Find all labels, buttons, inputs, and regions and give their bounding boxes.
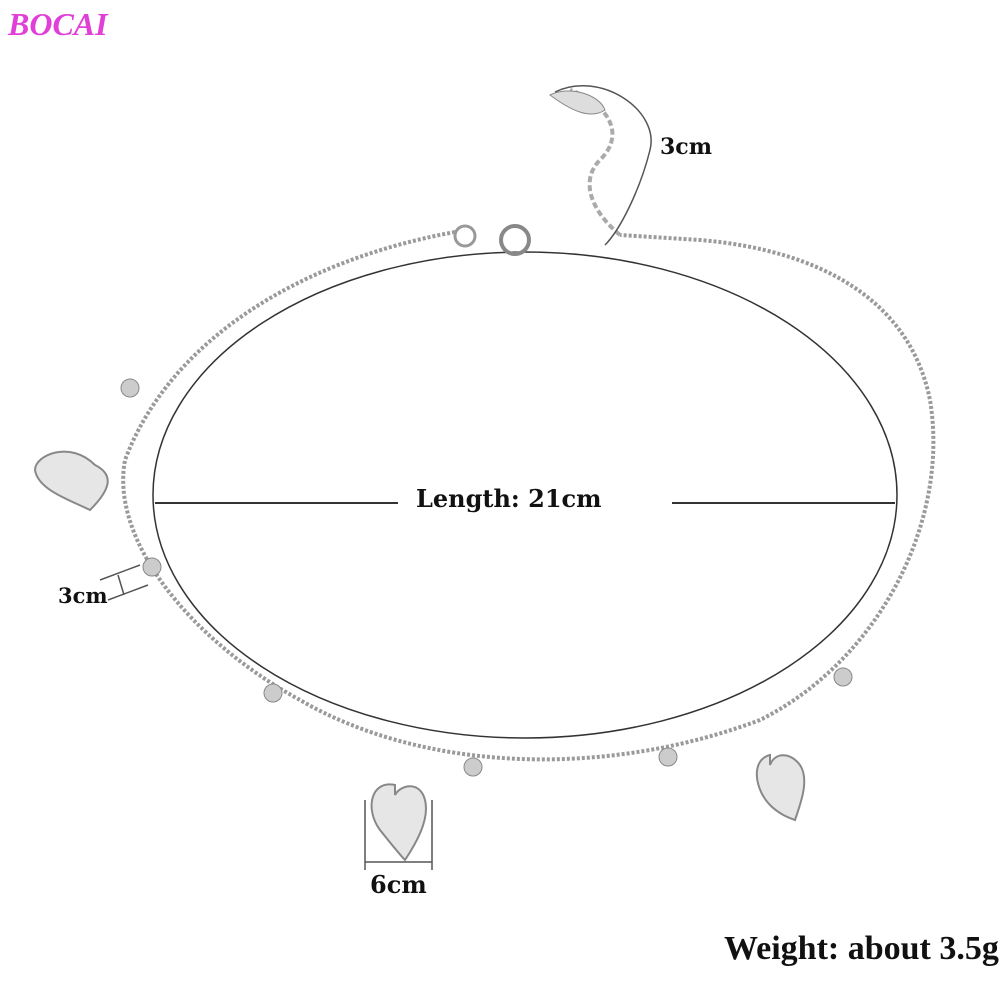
bead-spacing-label: 3cm [58,583,108,608]
bead-spacing-bracket [99,564,149,601]
bead [142,557,162,577]
heart-width-bracket [364,800,433,870]
beads [120,378,853,777]
jump-ring-icon [453,224,477,248]
bead [833,667,853,687]
bead [263,683,283,703]
total-length-label: Length: 21cm [412,484,606,513]
heart-icon [33,450,109,512]
extender-tab [549,90,606,115]
clasp-ring-icon [499,224,531,256]
bead [658,747,678,767]
heart-icon [755,753,806,822]
extender-measure-line [554,85,652,246]
heart-charms [33,450,806,862]
brand-logo: BOCAI [8,6,108,42]
weight-label: Weight: about 3.5g [724,930,999,967]
extender-length-label: 3cm [660,134,712,160]
heart-icon [370,783,427,862]
bead [463,757,483,777]
bead [120,378,140,398]
heart-width-label: 6cm [370,870,427,899]
